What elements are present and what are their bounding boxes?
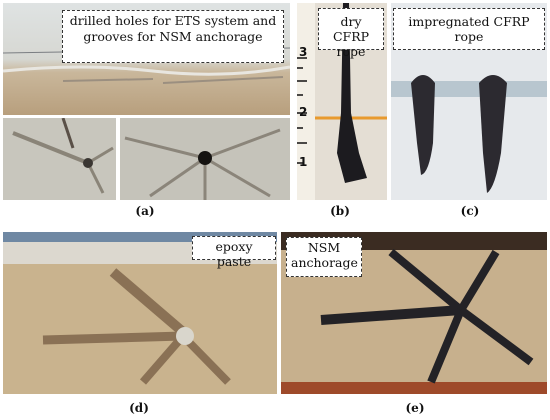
ruler-tick-3: 3 bbox=[299, 45, 308, 59]
photo-a-bottom-right bbox=[120, 118, 290, 200]
label-b: dry CFRP rope bbox=[318, 8, 384, 59]
ruler-tick-2: 2 bbox=[299, 105, 308, 119]
caption-e: (e) bbox=[405, 401, 425, 415]
caption-d: (d) bbox=[129, 401, 149, 415]
ruler-ticks: 3 2 1 bbox=[299, 45, 311, 185]
caption-a: (a) bbox=[135, 204, 155, 218]
caption-b: (b) bbox=[330, 204, 350, 218]
photo-a-bottom-left bbox=[3, 118, 116, 200]
label-a: drilled holes for ETS system and grooves… bbox=[62, 10, 284, 63]
caption-c: (c) bbox=[460, 204, 480, 218]
photo-a-br-drawing bbox=[120, 118, 290, 200]
label-e: NSM anchorage bbox=[286, 237, 362, 277]
label-d: epoxy paste bbox=[192, 236, 276, 269]
label-c: impregnated CFRP rope bbox=[393, 8, 545, 50]
ruler-tick-1: 1 bbox=[299, 155, 308, 169]
photo-a-bl-drawing bbox=[3, 118, 116, 200]
